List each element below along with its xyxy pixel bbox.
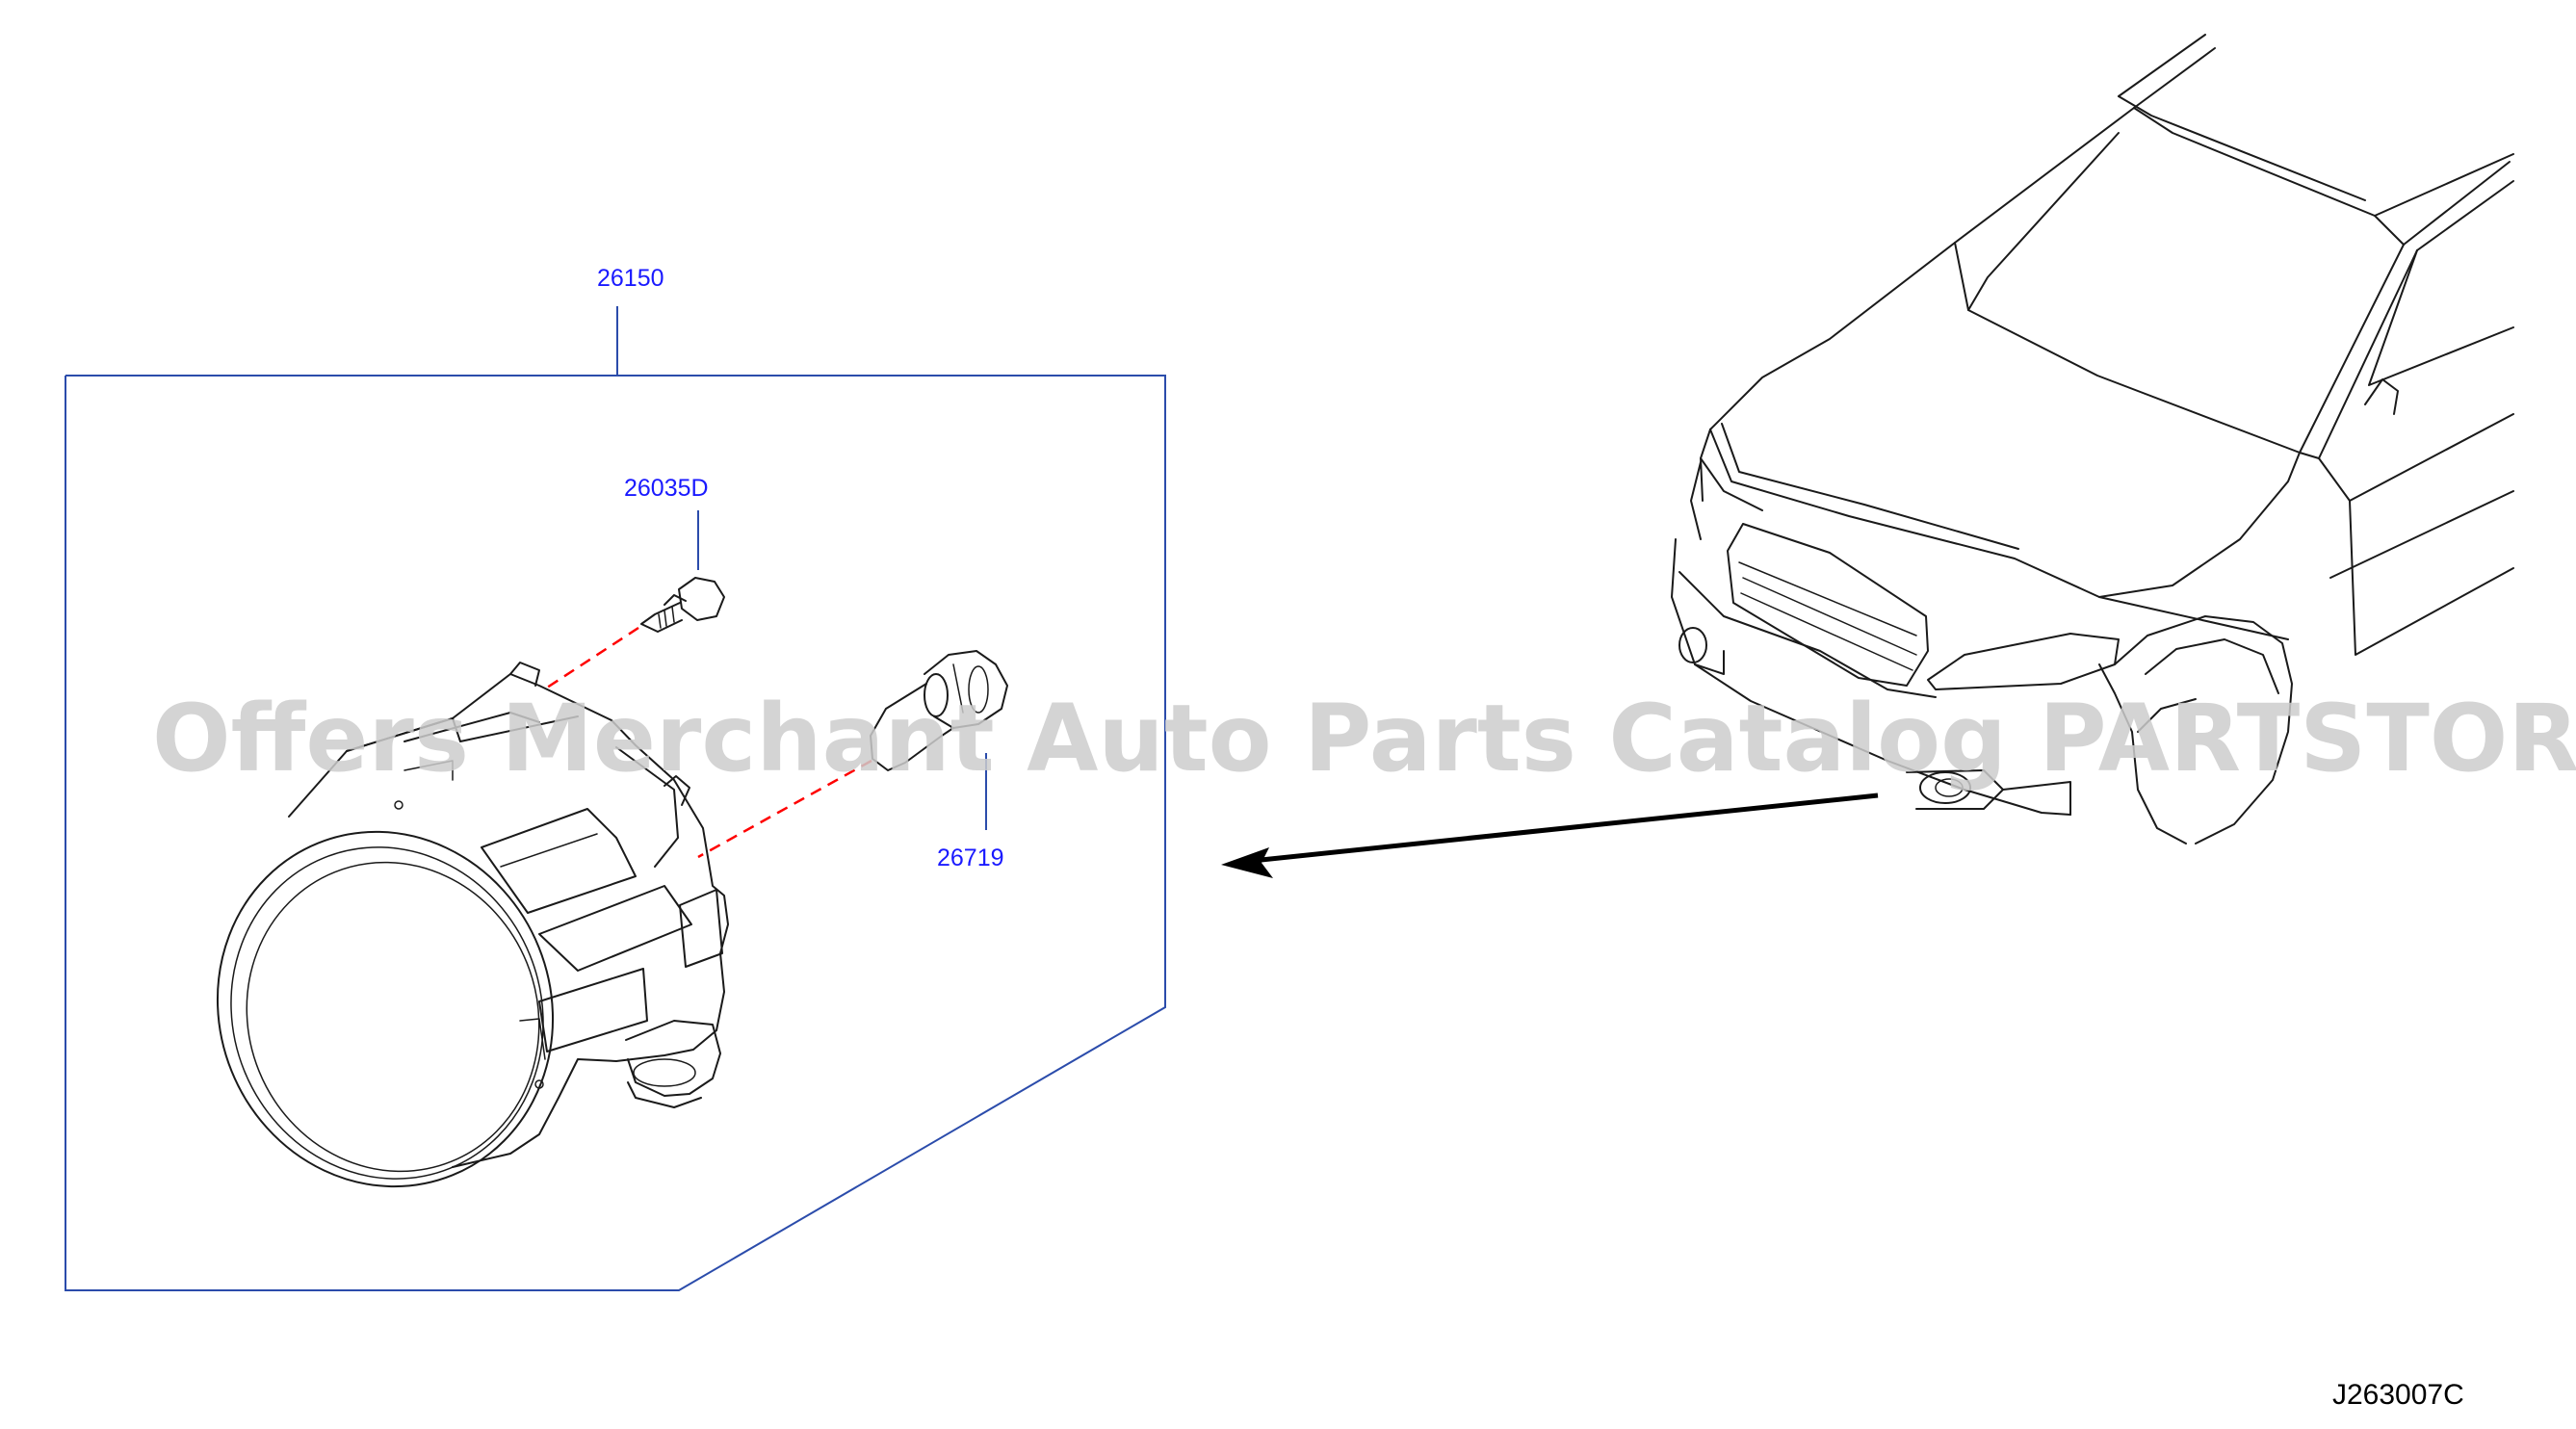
callout-26719[interactable]: 26719 <box>937 844 1004 871</box>
callout-26150[interactable]: 26150 <box>597 265 664 292</box>
alignment-line-screw <box>543 626 639 691</box>
fog-lamp-assembly <box>216 662 729 1188</box>
callout-26035D[interactable]: 26035D <box>624 475 709 502</box>
assembly-frame <box>65 306 1166 1291</box>
alignment-line-bulb <box>697 759 872 859</box>
screw-part <box>640 577 725 633</box>
watermark-text: Offers Merchant Auto Parts Catalog PARTS… <box>152 685 2576 792</box>
location-arrow <box>1221 792 1879 878</box>
bulb-part <box>870 650 1008 771</box>
vehicle-outline <box>1671 34 2514 844</box>
diagram-code: J263007C <box>2332 1379 2464 1411</box>
